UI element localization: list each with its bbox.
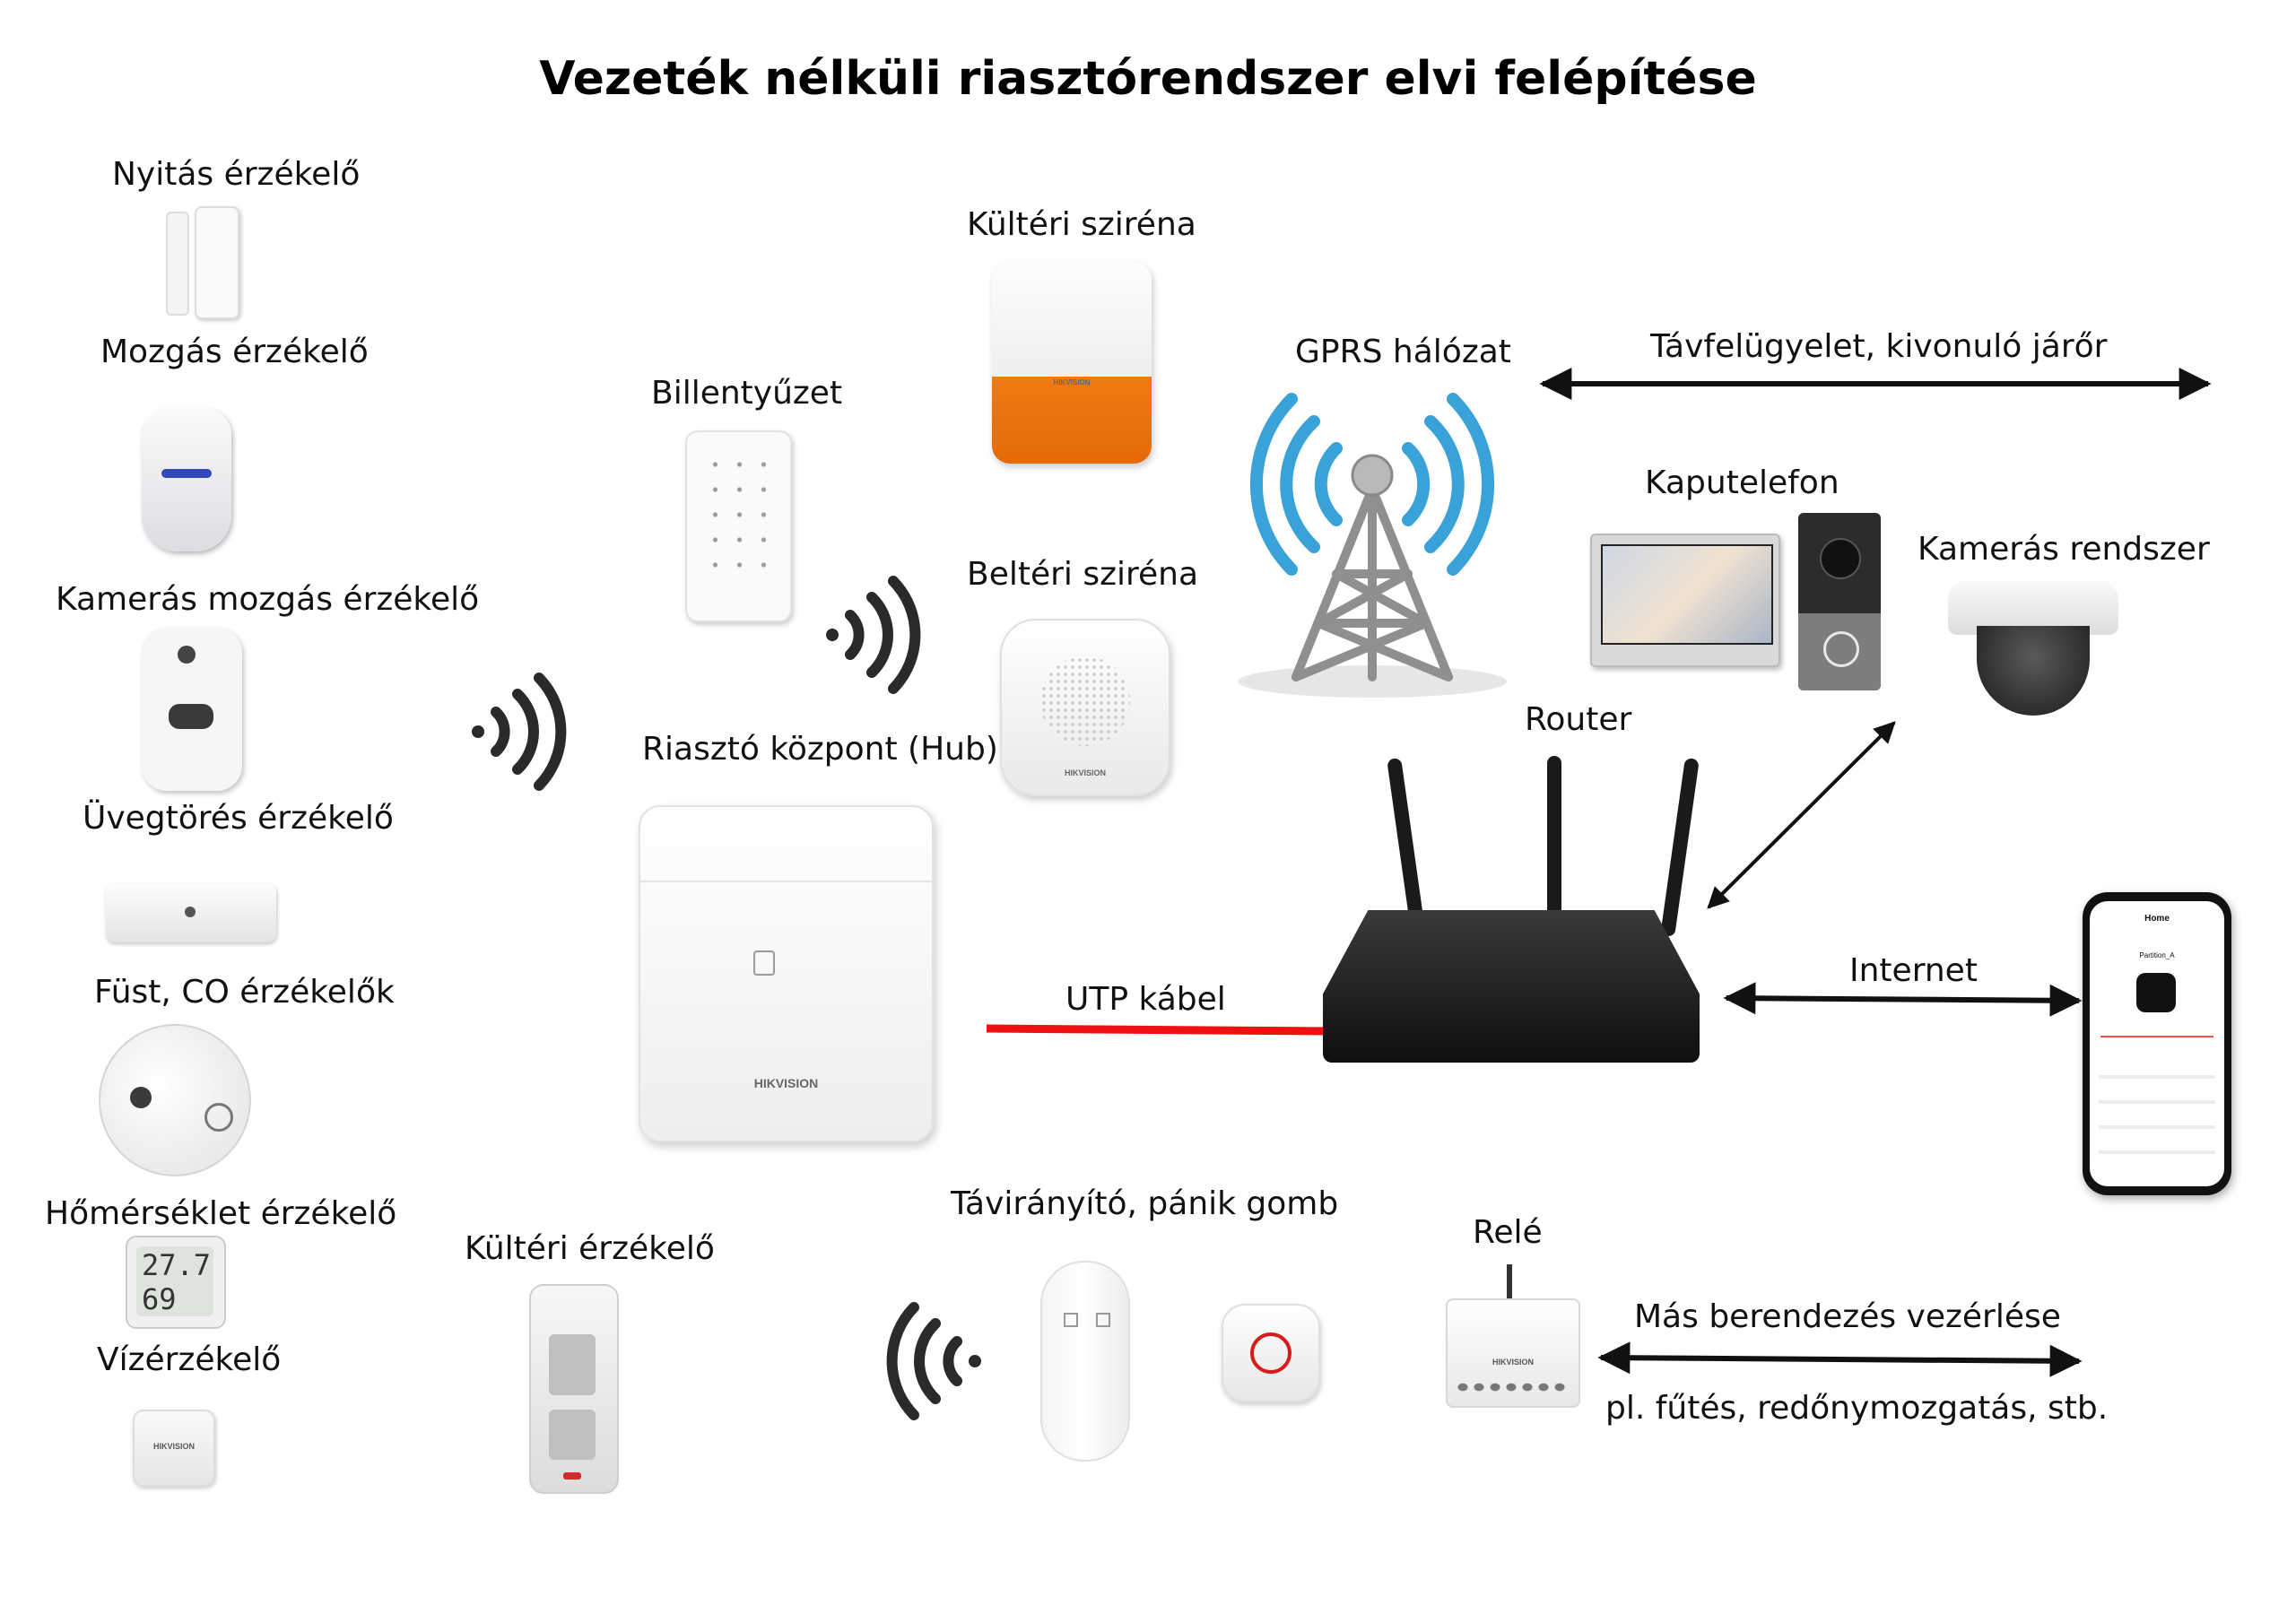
- indoor-siren-label: Beltéri sziréna: [967, 556, 1199, 593]
- outdoor-sensor: [529, 1284, 619, 1494]
- wifi-signal-icon: [886, 1302, 981, 1420]
- utp-cable-label: UTP kábel: [1065, 981, 1226, 1018]
- antenna-tower-icon: [1238, 393, 1507, 698]
- utp-cable-line: [986, 1024, 1333, 1036]
- water-sensor-brand: HIKVISION: [152, 1442, 195, 1451]
- router-camera-arrow: [1707, 721, 1896, 909]
- outdoor-siren: HIKVISION: [992, 262, 1152, 464]
- relay-control-arrow: [1597, 1341, 2083, 1377]
- hub-brand: HIKVISION: [753, 1076, 819, 1090]
- motion-sensor-label: Mozgás érzékelő: [100, 334, 369, 370]
- indoor-siren: HIKVISION: [1000, 619, 1170, 796]
- intercom-label: Kaputelefon: [1645, 464, 1839, 501]
- thermo-humidity-readout: 69: [142, 1282, 177, 1316]
- glass-break-sensor-label: Üvegtörés érzékelő: [83, 800, 394, 837]
- outdoor-sensor-label: Kültéri érzékelő: [465, 1230, 715, 1267]
- relay-brand: HIKVISION: [1492, 1358, 1534, 1367]
- relay-module: HIKVISION: [1446, 1264, 1580, 1408]
- diagram-title: Vezeték nélküli riasztórendszer elvi fel…: [539, 52, 1757, 106]
- router: [1323, 756, 1700, 1063]
- remote-control: [1040, 1261, 1130, 1462]
- other-control-label: Más berendezés vezérlése: [1634, 1298, 2061, 1335]
- intercom-monitor: [1590, 534, 1780, 667]
- internet-label: Internet: [1849, 952, 1978, 989]
- smoke-co-sensor: [99, 1024, 251, 1176]
- door-sensor: [166, 206, 242, 319]
- remote-panic-label: Távirányító, pánik gomb: [951, 1185, 1339, 1222]
- phone-header: Home: [2144, 914, 2170, 924]
- gprs-label: GPRS hálózat: [1295, 334, 1511, 370]
- water-sensor-label: Vízérzékelő: [97, 1341, 282, 1378]
- siren-brand: HIKVISION: [1053, 378, 1091, 386]
- relay-label: Relé: [1473, 1214, 1543, 1251]
- panic-button: [1222, 1304, 1320, 1402]
- door-station: [1798, 513, 1881, 690]
- phone-partition: Partition_A: [2139, 951, 2175, 959]
- door-sensor-label: Nyitás érzékelő: [112, 156, 361, 193]
- temperature-sensor: 27.7 69: [126, 1236, 226, 1329]
- temperature-sensor-label: Hőmérséklet érzékelő: [45, 1195, 397, 1232]
- indoor-siren-brand: HIKVISION: [1064, 768, 1106, 777]
- monitoring-label: Távfelügyelet, kivonuló járőr: [1650, 328, 2108, 365]
- motion-sensor: [142, 408, 231, 551]
- alarm-hub: HIKVISION: [639, 805, 934, 1142]
- camera-motion-sensor: [142, 628, 242, 791]
- water-sensor: HIKVISION: [133, 1410, 215, 1487]
- router-label: Router: [1525, 701, 1632, 738]
- internet-arrow: [1723, 982, 2083, 1017]
- wifi-signal-icon: [826, 576, 921, 694]
- hub-label: Riasztó központ (Hub): [642, 731, 998, 768]
- keypad: [685, 430, 792, 622]
- outdoor-siren-label: Kültéri sziréna: [967, 206, 1196, 243]
- other-examples-label: pl. fűtés, redőnymozgatás, stb.: [1605, 1390, 2109, 1427]
- smoke-co-sensor-label: Füst, CO érzékelők: [94, 974, 395, 1011]
- thermo-temperature-readout: 27.7: [142, 1248, 212, 1282]
- smartphone: Home Partition_A: [2083, 892, 2231, 1195]
- glass-break-sensor: [106, 883, 276, 942]
- camera-system-label: Kamerás rendszer: [1918, 531, 2210, 568]
- wifi-signal-icon: [472, 673, 567, 791]
- dome-camera: [1948, 581, 2118, 725]
- keypad-label: Billentyűzet: [651, 375, 843, 412]
- camera-motion-sensor-label: Kamerás mozgás érzékelő: [56, 581, 480, 618]
